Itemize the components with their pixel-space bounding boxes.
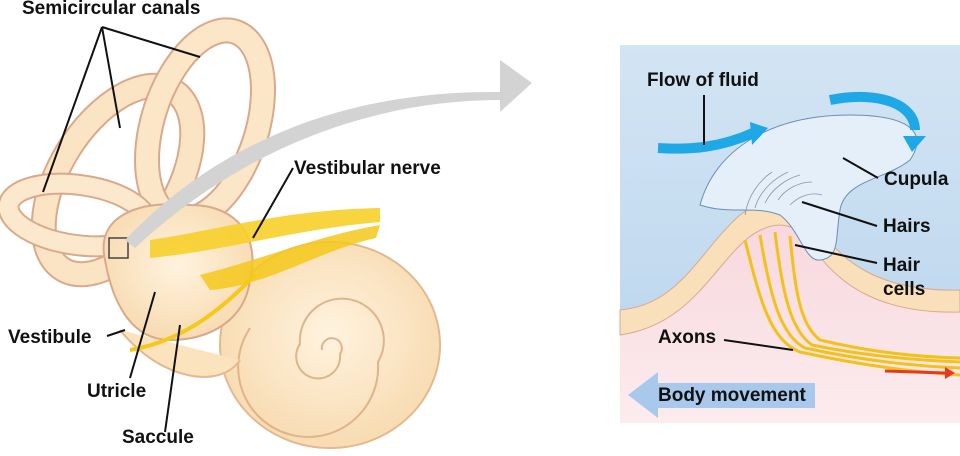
- inset-box: [108, 237, 129, 259]
- label-semicircular-canals: Semicircular canals: [22, 0, 201, 19]
- label-hair-cells-line2: cells: [883, 279, 926, 300]
- label-saccule: Saccule: [122, 427, 194, 448]
- label-axons: Axons: [658, 327, 717, 348]
- leader-lines-right: [703, 95, 879, 351]
- label-vestibule: Vestibule: [8, 327, 92, 348]
- label-cupula: Cupula: [884, 169, 949, 190]
- inner-ear-illustration: [0, 17, 441, 449]
- vestibular-nerve: [150, 208, 380, 258]
- label-utricle: Utricle: [87, 381, 147, 402]
- tissue-base: [620, 208, 960, 423]
- label-vestibular-nerve: Vestibular nerve: [294, 158, 441, 179]
- cupula: [699, 114, 918, 261]
- flow-arrow-left: [657, 127, 758, 154]
- flow-arrow-right: [829, 91, 920, 131]
- leader-lines-left: [42, 26, 294, 433]
- label-hair-cells-line1: Hair: [883, 255, 920, 276]
- signal-arrowhead: [945, 367, 955, 379]
- label-flow-of-fluid: Flow of fluid: [647, 70, 759, 91]
- hair-cell-layer: [619, 200, 960, 336]
- label-hairs: Hairs: [883, 216, 931, 237]
- label-body-movement: Body movement: [656, 385, 808, 406]
